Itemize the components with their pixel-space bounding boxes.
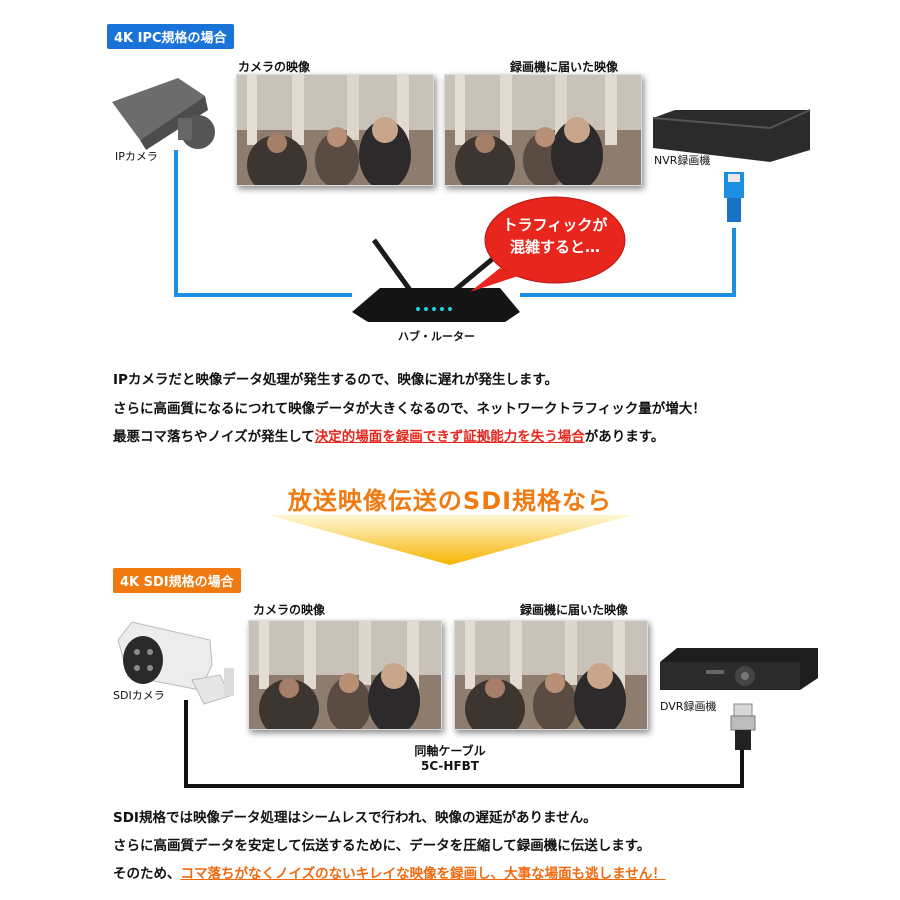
traffic-bubble-line2: 混雑すると… (509, 238, 600, 256)
bnc-connector-icon (730, 703, 756, 750)
sdi-text-line3: そのため、コマ落ちがなくノイズのないキレイな映像を録画し、大事な場面も逃しません… (113, 862, 666, 882)
router-label: ハブ・ルーター (398, 330, 475, 343)
transition-title: 放送映像伝送のSDI規格なら (287, 487, 613, 515)
ipc-text-line3-pre: 最悪コマ落ちやノイズが発生して (113, 429, 315, 445)
ipc-text-line3-post: があります。 (584, 429, 665, 445)
ipc-camera-video-image (236, 74, 434, 186)
ipc-camera-video-caption: カメラの映像 (238, 60, 311, 74)
sdi-text-line3-emphasis: コマ落ちがなくノイズのないキレイな映像を録画し、大事な場面も逃しません！ (180, 866, 666, 882)
nvr-recorder-icon (652, 109, 811, 162)
sdi-section-badge: 4K SDI規格の場合 (113, 568, 241, 593)
coax-cable-label: 同軸ケーブル 5C-HFBT (390, 744, 510, 774)
sdi-received-video-image (454, 620, 648, 730)
dvr-recorder-label: DVR録画機 (660, 700, 717, 713)
rj45-connector-icon (724, 172, 744, 222)
ipc-text-line2: さらに高画質になるにつれて映像データが大きくなるので、ネットワークトラフィック量… (113, 401, 706, 417)
ip-camera-label: IPカメラ (115, 150, 158, 163)
sdi-camera-label: SDIカメラ (113, 689, 165, 702)
ipc-received-video-caption: 録画機に届いた映像 (510, 60, 619, 74)
sdi-camera-video-caption: カメラの映像 (253, 603, 326, 617)
ipc-text-line3-emphasis: 決定的場面を録画できず証拠能力を失う場合 (314, 429, 585, 445)
ipc-text-line3: 最悪コマ落ちやノイズが発生して決定的場面を録画できず証拠能力を失う場合があります… (113, 425, 664, 445)
ipc-received-video-image (444, 74, 642, 186)
sdi-received-video-caption: 録画機に届いた映像 (520, 603, 629, 617)
sdi-camera-icon (117, 621, 234, 705)
coax-cable-label-line1: 同軸ケーブル (414, 744, 486, 758)
ipc-network-cable (174, 150, 736, 297)
ip-camera-icon (112, 78, 215, 150)
traffic-bubble-line1: トラフィックが (502, 216, 608, 234)
ipc-section-badge: 4K IPC規格の場合 (107, 24, 234, 49)
traffic-warning-bubble (470, 196, 626, 292)
sdi-text-line3-pre: そのため、 (113, 866, 181, 882)
dvr-recorder-icon (660, 648, 818, 690)
coax-cable-label-line2: 5C-HFBT (421, 759, 479, 773)
sdi-text-line1: SDI規格では映像データ処理はシームレスで行われ、映像の遅延がありません。 (113, 810, 597, 826)
router-icon (352, 238, 520, 322)
sdi-camera-video-image (248, 620, 442, 730)
sdi-coax-cable (184, 700, 744, 788)
sdi-text-line2: さらに高画質データを安定して伝送するために、データを圧縮して録画機に伝送します。 (113, 838, 651, 854)
nvr-recorder-label: NVR録画機 (654, 154, 711, 167)
ipc-text-line1: IPカメラだと映像データ処理が発生するので、映像に遅れが発生します。 (113, 372, 559, 388)
traffic-bubble-text: トラフィックが 混雑すると… (488, 214, 622, 258)
